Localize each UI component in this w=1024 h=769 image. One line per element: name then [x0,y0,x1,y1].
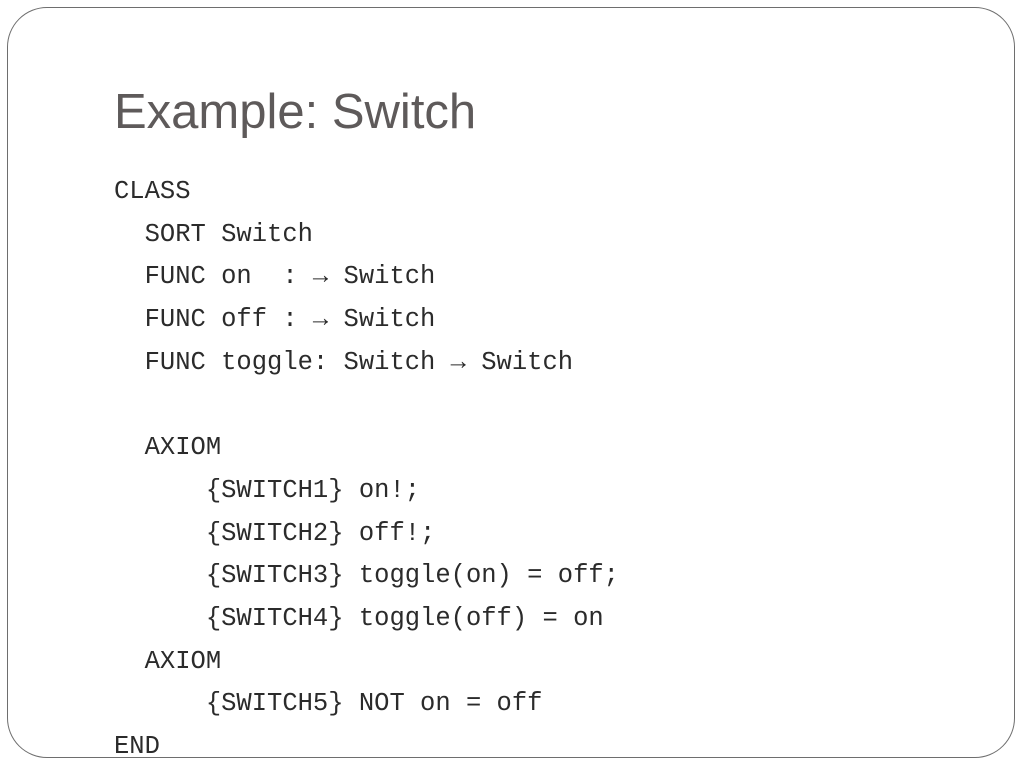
code-line-func-on: FUNC on : → Switch [114,262,436,292]
code-line-class: CLASS [114,177,191,206]
code-line-switch2: {SWITCH2} off!; [114,518,436,548]
code-block: CLASS SORT Switch FUNC on : → Switch FUN… [114,171,619,769]
code-line-blank [114,384,619,427]
slide-title: Example: Switch [114,85,477,139]
code-line-axiom-2: AXIOM [114,646,222,676]
code-line-switch1: {SWITCH1} on!; [114,475,421,505]
slide-frame: Example: Switch CLASS SORT Switch FUNC o… [7,7,1015,761]
code-line-switch4: {SWITCH4} toggle(off) = on [114,603,604,633]
code-line-func-toggle: FUNC toggle: Switch → Switch [114,347,574,377]
code-line-sort: SORT Switch [114,219,313,249]
code-line-switch5: {SWITCH5} NOT on = off [114,689,543,719]
code-line-end: END [114,731,160,761]
code-line-axiom-1: AXIOM [114,433,222,463]
code-line-func-off: FUNC off : → Switch [114,305,436,335]
code-line-switch3: {SWITCH3} toggle(on) = off; [114,561,619,591]
